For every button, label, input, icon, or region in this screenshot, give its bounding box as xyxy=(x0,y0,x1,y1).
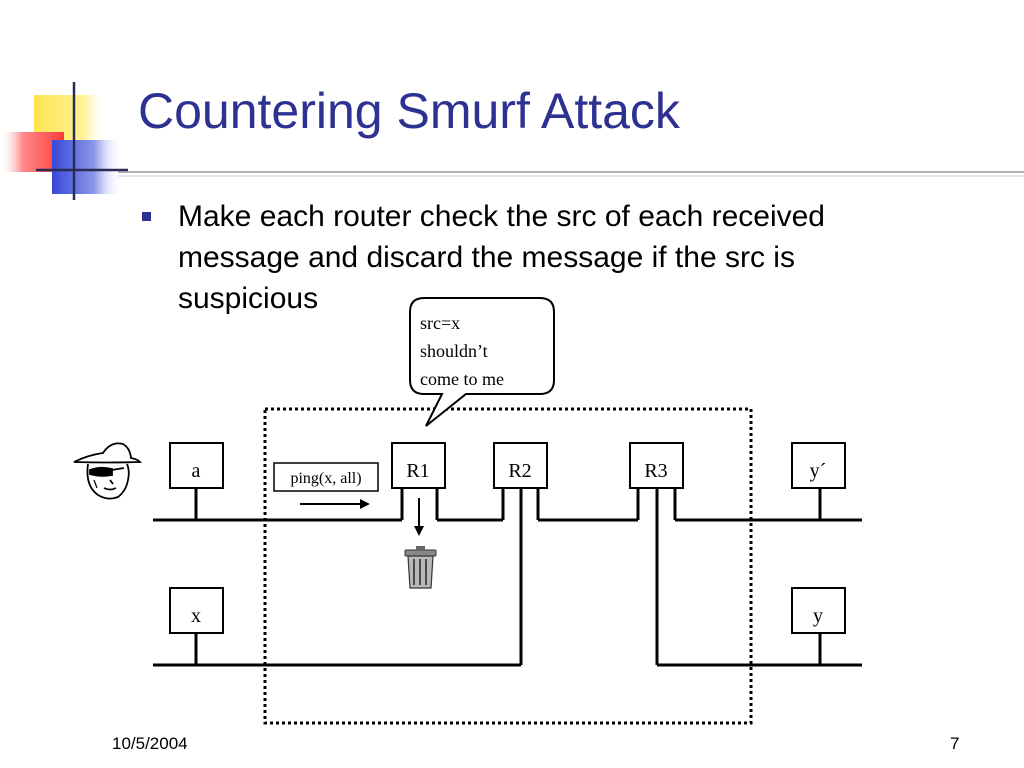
right-arrow-icon xyxy=(300,499,370,509)
node-x: x xyxy=(169,587,224,634)
bullet-list: Make each router check the src of each r… xyxy=(140,196,940,319)
node-label: y´ xyxy=(810,460,827,482)
footer-date: 10/5/2004 xyxy=(112,734,188,753)
page-number: 7 xyxy=(950,734,960,753)
node-label: y xyxy=(813,605,823,627)
spy-icon xyxy=(73,442,143,500)
node-label: R3 xyxy=(644,460,667,482)
node-r1: R1 xyxy=(391,442,446,489)
ping-message: ping(x, all) xyxy=(273,462,379,492)
dotted-boundary xyxy=(263,407,753,725)
callout-line-2: shouldn’t xyxy=(420,341,488,361)
node-label: R2 xyxy=(508,460,531,482)
node-label: a xyxy=(192,460,201,482)
down-arrow-icon xyxy=(414,498,424,536)
callout-line-1: src=x xyxy=(420,313,460,333)
speech-callout: src=x shouldn’t come to me xyxy=(409,297,555,427)
slide-title: Countering Smurf Attack xyxy=(138,83,680,139)
node-a: a xyxy=(169,442,224,489)
node-y: y xyxy=(791,587,846,634)
bullet-item: Make each router check the src of each r… xyxy=(140,196,940,319)
node-r3: R3 xyxy=(629,442,684,489)
corner-decoration xyxy=(0,82,128,200)
top-bus xyxy=(153,488,862,522)
callout-line-3: come to me xyxy=(420,369,504,389)
bullet-text: Make each router check the src of each r… xyxy=(178,200,825,315)
title-underline xyxy=(118,171,1024,177)
square-bullet-icon xyxy=(142,212,151,221)
bottom-bus xyxy=(153,488,862,667)
node-r2: R2 xyxy=(493,442,548,489)
node-label: R1 xyxy=(406,460,429,482)
ping-message-label: ping(x, all) xyxy=(290,470,361,487)
trash-can-icon xyxy=(404,546,437,589)
node-y-prime: y´ xyxy=(791,442,846,489)
node-label: x xyxy=(191,605,201,627)
